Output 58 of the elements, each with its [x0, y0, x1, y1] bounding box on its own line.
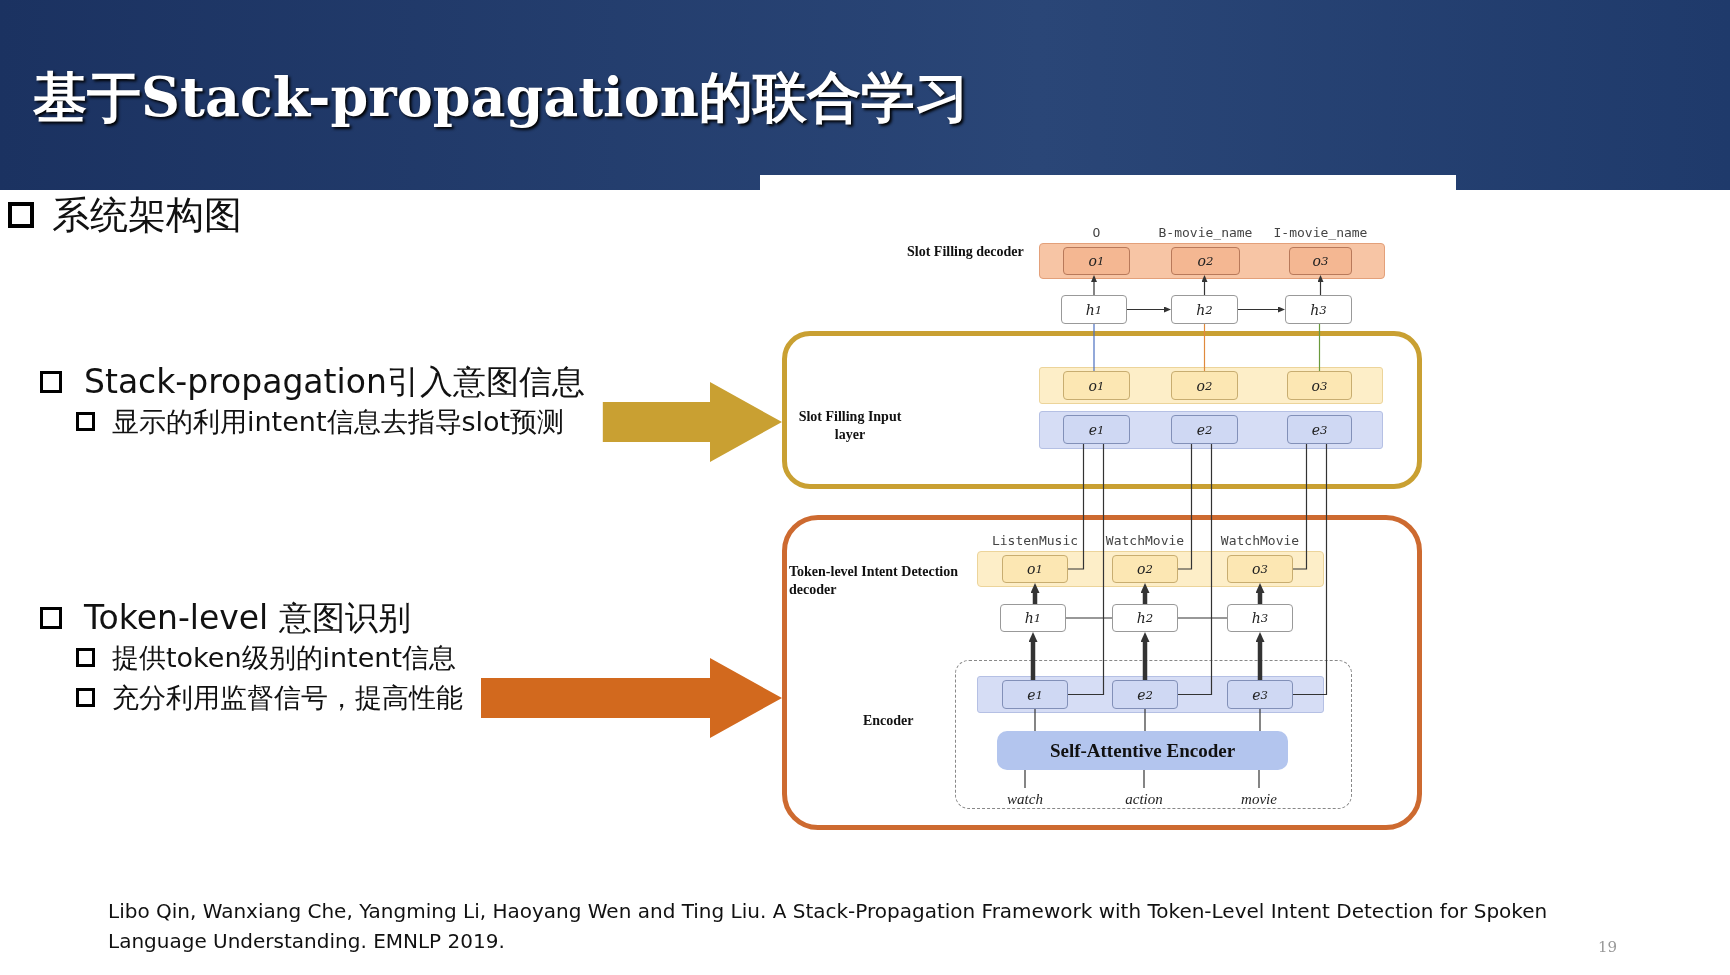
encoder-block: Self-Attentive Encoder: [997, 731, 1288, 770]
arrow: [1237, 306, 1285, 313]
connector-line: [1177, 443, 1213, 696]
embedding-band: [977, 676, 1324, 713]
connector-line: [1065, 617, 1113, 619]
connector-line: [1024, 769, 1026, 789]
connector-line: [1144, 708, 1146, 732]
arrow: [1091, 275, 1097, 296]
bullet-text: Token-level 意图识别: [84, 598, 411, 638]
page-number: 19: [1598, 938, 1619, 958]
connector-line: [1258, 769, 1260, 789]
layer-label: Encoder: [863, 712, 915, 730]
connector-line: [1318, 323, 1321, 372]
input-word: action: [1115, 788, 1173, 810]
connector-line: [1292, 443, 1308, 570]
connector-line: [1292, 443, 1328, 696]
tag-label: WatchMovie: [1219, 533, 1301, 550]
input-word: watch: [998, 788, 1052, 810]
tag-label: B-movie_name: [1157, 225, 1254, 242]
input-word: movie: [1230, 788, 1288, 810]
connector-line: [1143, 769, 1145, 789]
bullet-text: 充分利用监督信号，提高性能: [112, 681, 463, 715]
block-arrow: [481, 658, 782, 738]
arrow: [1028, 632, 1038, 680]
arrow: [1140, 632, 1150, 680]
arrow: [1255, 632, 1265, 680]
layer-label: Slot Filling Input layer: [797, 408, 903, 444]
bullet-text: Stack-propagation引入意图信息: [84, 362, 585, 402]
intent-encoder-frame: [782, 515, 1422, 830]
connector-line: [1259, 708, 1261, 732]
slot-input-layer-frame: [782, 331, 1422, 489]
connector-line: [1203, 323, 1206, 372]
tag-label: O: [1091, 225, 1102, 242]
embedding-band: [1039, 411, 1383, 449]
connector-line: [1093, 323, 1095, 372]
arrow: [1317, 275, 1324, 296]
arrow: [1255, 583, 1265, 604]
section-heading: 系统架构图: [52, 192, 243, 239]
connector-line: [1067, 443, 1105, 696]
connector-line: [1034, 708, 1036, 732]
arrow: [1201, 275, 1208, 296]
tag-label: WatchMovie: [1104, 533, 1186, 550]
tag-label: I-movie_name: [1272, 225, 1369, 242]
output-band: [1039, 367, 1383, 404]
connector-line: [1177, 443, 1193, 570]
arrow: [1126, 306, 1171, 313]
slide-title: 基于Stack-propagation的联合学习: [33, 64, 970, 131]
arrow: [1140, 583, 1150, 604]
connector-line: [1067, 443, 1085, 570]
bullet-text: 显示的利用intent信息去指导slot预测: [112, 405, 565, 439]
bullet-text: 提供token级别的intent信息: [112, 641, 456, 675]
citation-text: Libo Qin, Wanxiang Che, Yangming Li, Haoyang Wen and Ting Liu. A Stack-Propagation Framework with Token-Level Intent Detection for Spoken Language Understanding. EMNLP 2019.: [108, 898, 1549, 955]
layer-label: Slot Filling decoder: [907, 243, 1025, 261]
layer-label: Token-level Intent Detection decoder: [789, 563, 960, 599]
connector-line: [1177, 617, 1228, 619]
tag-label: ListenMusic: [990, 533, 1080, 550]
block-arrow: [602, 382, 782, 462]
arrow: [1030, 583, 1040, 604]
